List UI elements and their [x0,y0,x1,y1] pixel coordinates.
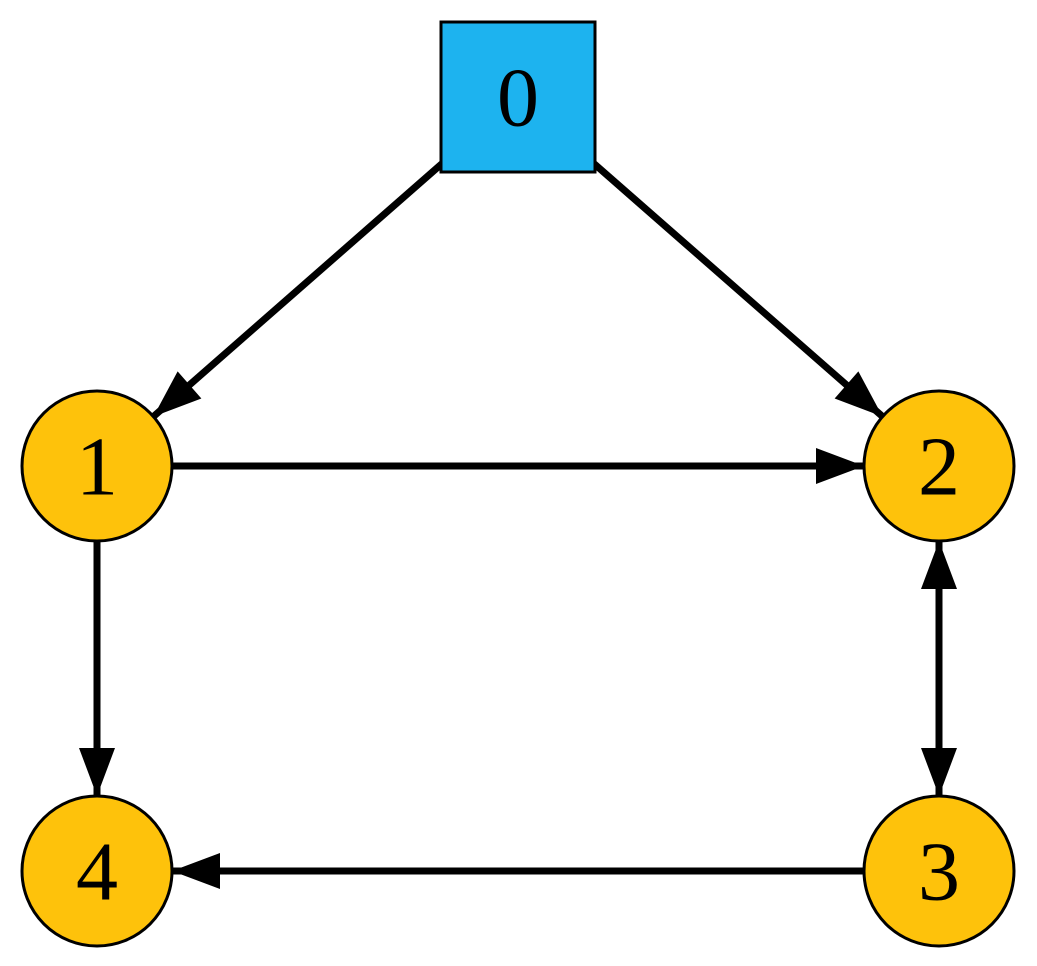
node-2[interactable]: 2 [862,389,1016,543]
arrowhead-icon [834,371,883,417]
node-0[interactable]: 0 [439,20,597,174]
node-square-shape[interactable] [439,20,597,174]
node-circle-shape[interactable] [20,794,174,948]
node-circle-shape[interactable] [20,389,174,543]
arrowhead-icon [921,541,957,589]
node-circle-shape[interactable] [862,389,1016,543]
arrowhead-icon [921,748,957,796]
node-1[interactable]: 1 [20,389,174,543]
arrowhead-icon [816,448,864,484]
node-4[interactable]: 4 [20,794,174,948]
node-3[interactable]: 3 [862,794,1016,948]
arrowhead-icon [172,853,220,889]
edge-3-4 [97,853,939,889]
node-circle-shape[interactable] [862,794,1016,948]
edge-1-2 [97,448,939,484]
arrowhead-icon [79,748,115,796]
arrowhead-icon [153,371,202,417]
